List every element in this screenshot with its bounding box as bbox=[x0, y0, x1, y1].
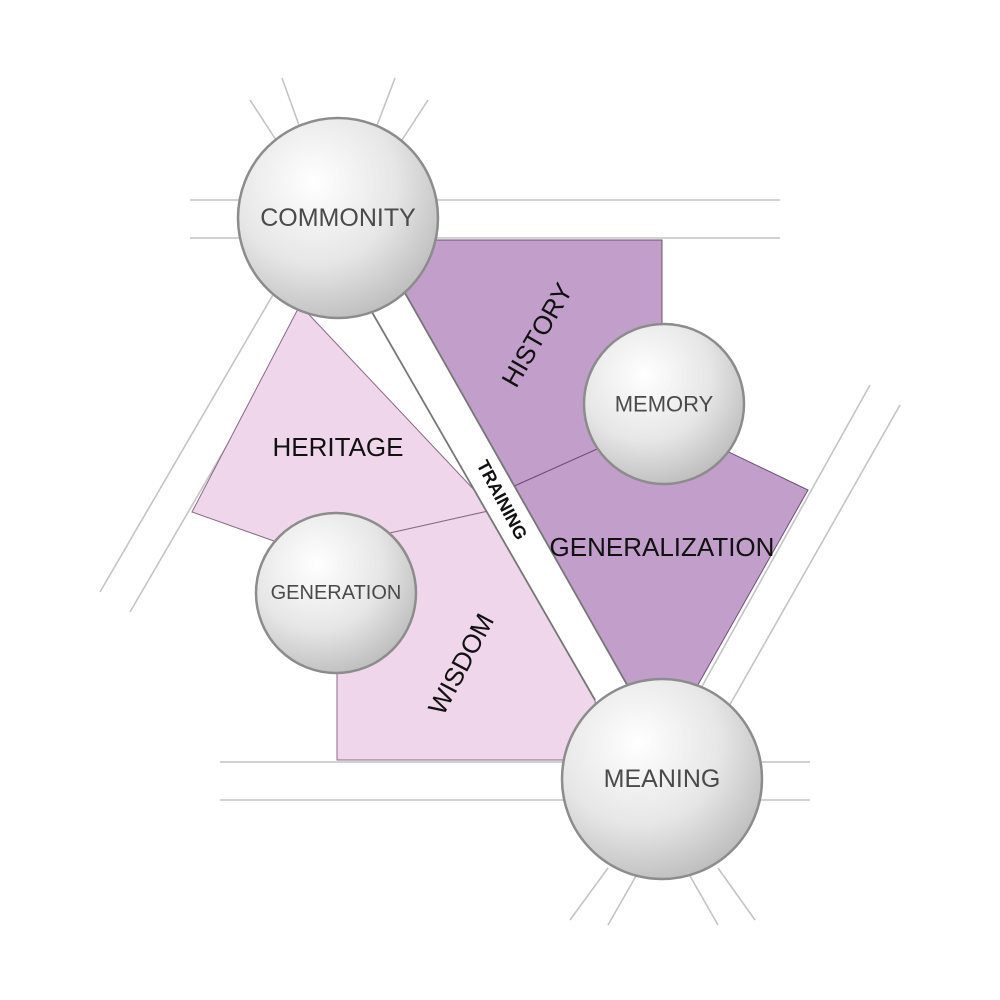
node-label-meaning: MEANING bbox=[604, 765, 721, 793]
node-sphere bbox=[254, 511, 418, 675]
road-line bbox=[99, 261, 293, 593]
node-label-memory: MEMORY bbox=[615, 392, 714, 417]
region-label-heritage: HERITAGE bbox=[273, 432, 404, 462]
training-road-edge bbox=[364, 299, 596, 701]
training-road-edge bbox=[404, 292, 631, 691]
road-line bbox=[569, 867, 609, 921]
road-line bbox=[607, 875, 637, 926]
region-label-generalization: GENERALIZATION bbox=[550, 532, 775, 562]
road-line bbox=[281, 77, 301, 129]
training-road bbox=[365, 293, 630, 700]
node-memory: MEMORY bbox=[582, 322, 746, 486]
node-sphere bbox=[560, 677, 764, 881]
node-generation: GENERATION bbox=[254, 511, 418, 675]
node-label-commonity: COMMONITY bbox=[260, 204, 416, 232]
road-line bbox=[727, 404, 901, 709]
road-line bbox=[375, 77, 396, 129]
node-label-generation: GENERATION bbox=[271, 582, 402, 604]
node-sphere bbox=[582, 322, 746, 486]
road-line bbox=[401, 99, 429, 141]
road-line bbox=[689, 875, 719, 926]
node-sphere bbox=[236, 116, 440, 320]
node-meaning: MEANING bbox=[560, 677, 764, 881]
road-line bbox=[717, 867, 756, 921]
node-commonity: COMMONITY bbox=[236, 116, 440, 320]
road-line bbox=[249, 99, 277, 141]
road-line bbox=[699, 384, 871, 691]
